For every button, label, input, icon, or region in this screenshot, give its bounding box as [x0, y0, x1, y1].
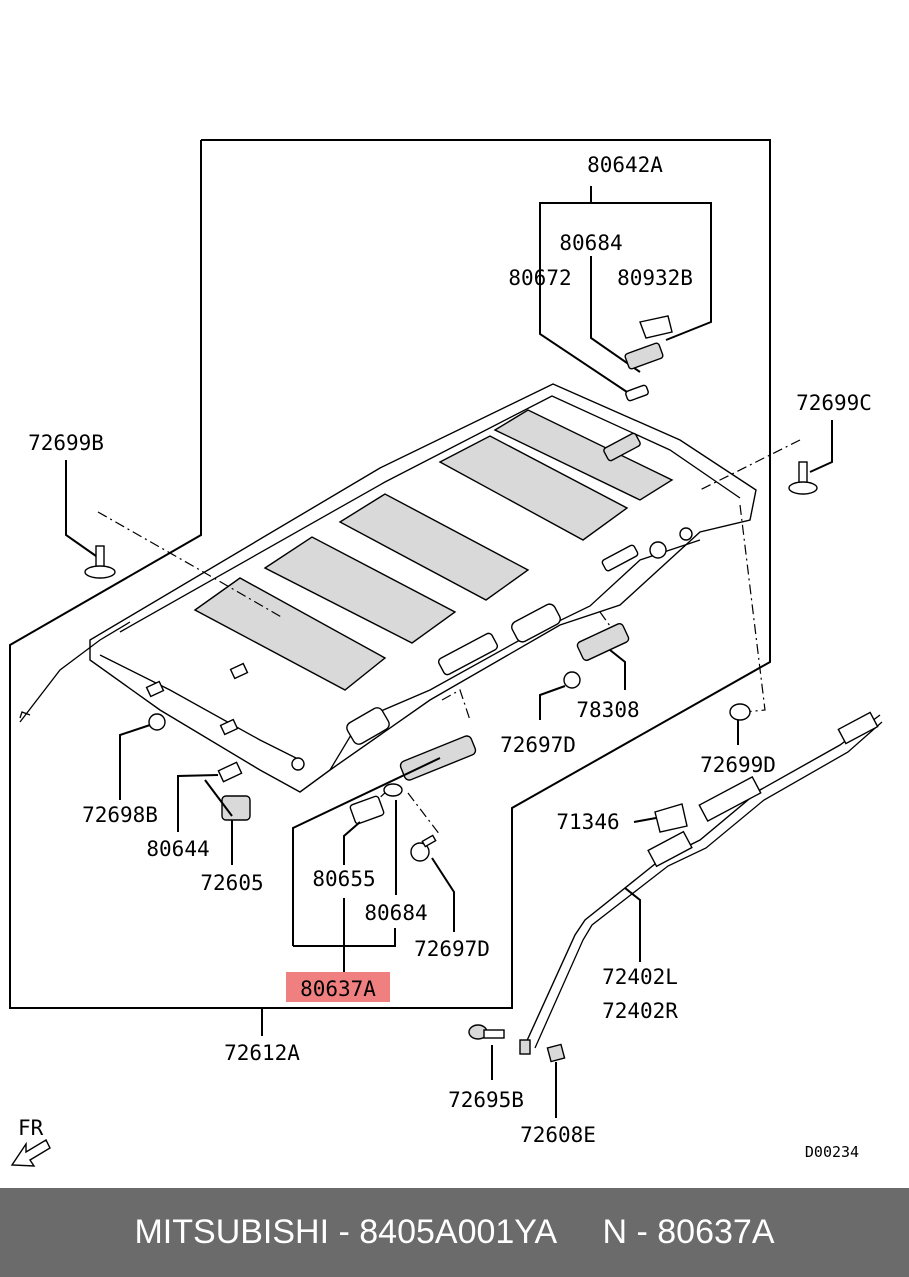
bracket-80642A — [539, 202, 712, 341]
label-80655: 80655 — [312, 867, 375, 891]
label-80637A: 80637A — [300, 977, 376, 1001]
label-72695B: 72695B — [448, 1088, 524, 1112]
label-72605: 72605 — [200, 871, 263, 895]
screw-72699C — [788, 461, 818, 495]
clip-80932B — [639, 315, 673, 339]
label-80932B: 80932B — [617, 266, 693, 290]
parts-diagram: 80642A 80684 80672 80932B 72699B 72699C … — [9, 139, 883, 1167]
label-78308: 78308 — [576, 698, 639, 722]
clip-80644 — [217, 761, 243, 783]
headliner-72612A — [19, 383, 757, 793]
label-71346 — [654, 803, 688, 833]
lamp-78308 — [576, 622, 630, 662]
lamp-80684-top — [624, 342, 664, 370]
label-72697D-right: 72697D — [500, 733, 576, 757]
screw-72697D-right — [563, 671, 581, 689]
hook-72605 — [221, 795, 251, 821]
roof-panel-5 — [493, 409, 674, 501]
label-80684-bottom: 80684 — [364, 901, 427, 925]
footer-bar: MITSUBISHI - 8405A001YA N - 80637A — [0, 1188, 909, 1277]
roof-panel-4 — [438, 435, 629, 541]
lens-80672 — [625, 384, 649, 402]
label-72608E: 72608E — [520, 1123, 596, 1147]
bulb-80684-bottom — [383, 783, 403, 797]
lens-80655 — [349, 795, 385, 825]
label-71346: 71346 — [556, 810, 619, 834]
label-80644: 80644 — [146, 837, 209, 861]
label-80642A: 80642A — [587, 153, 663, 177]
highlight-80637A — [286, 972, 390, 1002]
screw-72699B — [84, 545, 116, 579]
label-80672: 80672 — [508, 266, 571, 290]
diagram-code: D00234 — [805, 1143, 859, 1161]
label-72699B: 72699B — [28, 431, 104, 455]
label-72698B: 72698B — [82, 803, 158, 827]
bolt-72695B — [468, 1024, 505, 1040]
roof-panel-2 — [263, 536, 457, 644]
clip-72698B — [148, 713, 166, 731]
footer-part-number: MITSUBISHI - 8405A001YA N - 80637A — [134, 1213, 775, 1251]
label-80684-top: 80684 — [559, 231, 622, 255]
label-72699C: 72699C — [796, 391, 872, 415]
roof-panel-3 — [338, 493, 530, 601]
front-direction-label: FR — [18, 1116, 44, 1140]
screw-72697D-bottom — [410, 834, 437, 862]
assembly-frame-72612A — [9, 139, 771, 1009]
front-arrow-icon — [10, 1139, 51, 1167]
label-72699D: 72699D — [700, 753, 776, 777]
label-72612A: 72612A — [224, 1041, 300, 1065]
label-72402R: 72402R — [602, 999, 678, 1023]
rail-72402 — [519, 711, 883, 1055]
clip-72608E — [546, 1043, 566, 1063]
label-72697D-bottom: 72697D — [414, 937, 490, 961]
roof-panel-1 — [193, 577, 387, 691]
clip-72699D — [729, 703, 751, 721]
label-72402L: 72402L — [602, 965, 678, 989]
